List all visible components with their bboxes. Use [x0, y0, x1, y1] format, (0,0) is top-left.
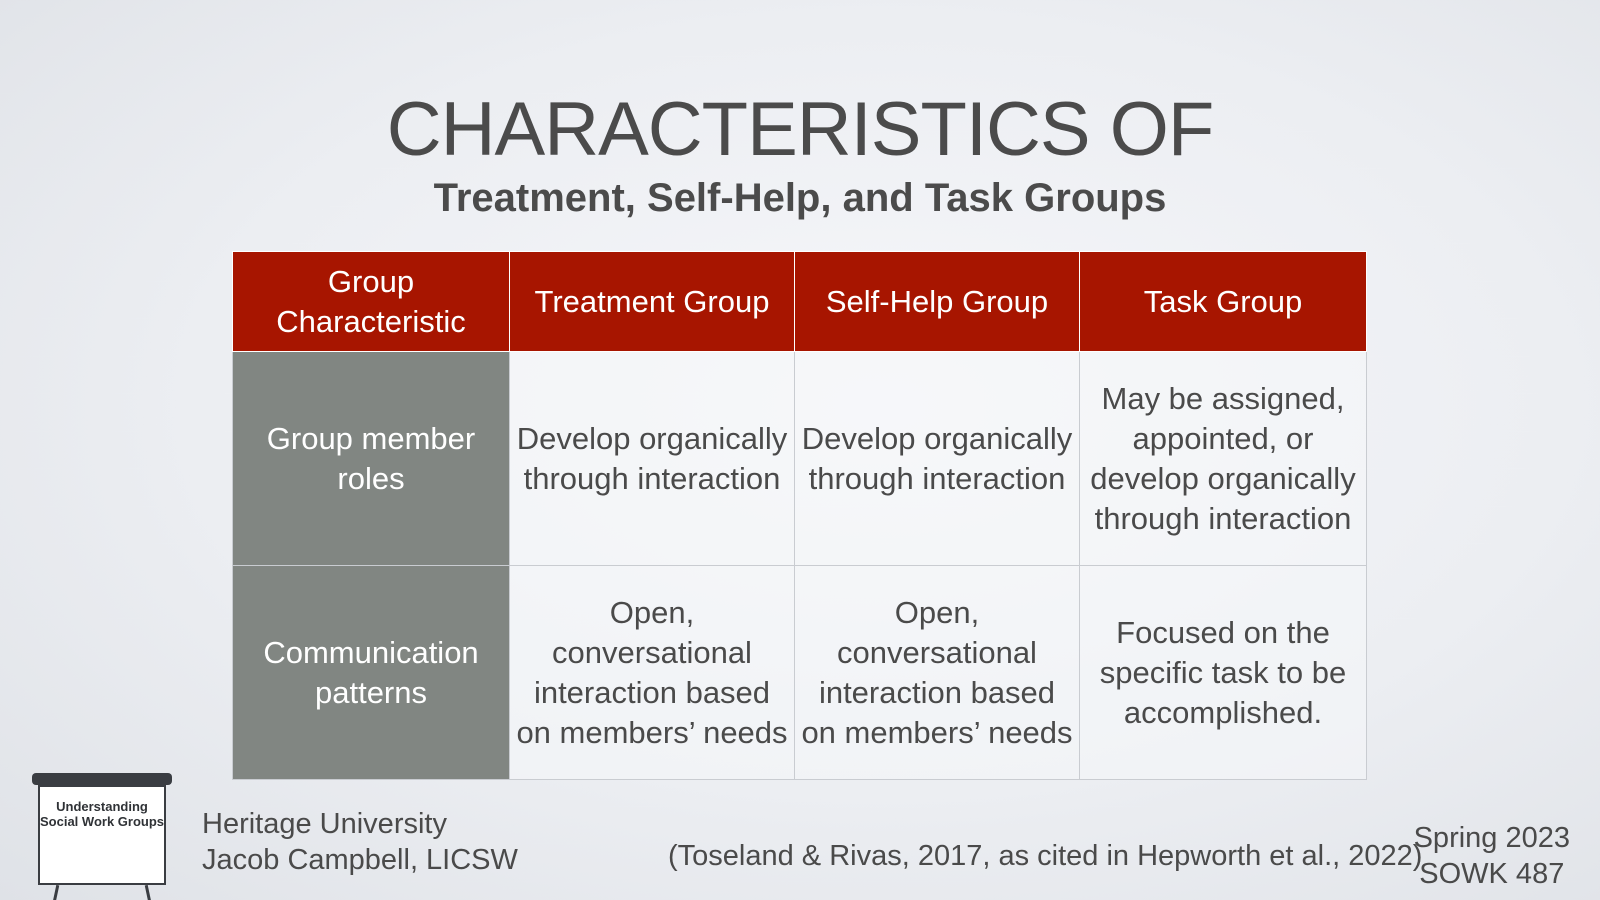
row-header: Communication patterns — [232, 565, 510, 780]
slide-subtitle: Treatment, Self-Help, and Task Groups — [433, 176, 1167, 220]
characteristics-table: Group Characteristic Treatment Group Sel… — [232, 251, 1367, 780]
table-cell: Develop organically through interaction — [794, 351, 1080, 566]
table-row: Communication patterns Open, conversatio… — [232, 565, 1367, 780]
table-cell: May be assigned, appointed, or develop o… — [1079, 351, 1367, 566]
footer-author-block: Heritage University Jacob Campbell, LICS… — [202, 806, 518, 878]
easel-board-icon: Understanding Social Work Groups — [32, 773, 172, 900]
table-cell: Focused on the specific task to be accom… — [1079, 565, 1367, 780]
table-header-row: Group Characteristic Treatment Group Sel… — [232, 251, 1367, 352]
easel-board: Understanding Social Work Groups — [38, 785, 166, 885]
table-cell: Open, conversational interaction based o… — [509, 565, 795, 780]
table-cell: Open, conversational interaction based o… — [794, 565, 1080, 780]
column-header: Group Characteristic — [232, 251, 510, 352]
column-header: Self-Help Group — [794, 251, 1080, 352]
citation: (Toseland & Rivas, 2017, as cited in Hep… — [668, 840, 1423, 872]
column-header: Task Group — [1079, 251, 1367, 352]
author-name: Jacob Campbell, LICSW — [202, 844, 518, 876]
easel-top-bar — [32, 773, 172, 785]
easel-leg — [144, 884, 153, 900]
table-cell: Develop organically through interaction — [509, 351, 795, 566]
slide-title: CHARACTERISTICS OF — [386, 87, 1215, 172]
row-header: Group member roles — [232, 351, 510, 566]
term: Spring 2023 — [1413, 822, 1570, 854]
course-code: SOWK 487 — [1419, 858, 1565, 890]
easel-leg — [51, 884, 60, 900]
table-row: Group member roles Develop organically t… — [232, 351, 1367, 566]
column-header: Treatment Group — [509, 251, 795, 352]
institution-name: Heritage University — [202, 808, 447, 840]
logo-text: Understanding Social Work Groups — [40, 799, 165, 829]
footer-course-block: Spring 2023 SOWK 487 — [1414, 820, 1570, 892]
